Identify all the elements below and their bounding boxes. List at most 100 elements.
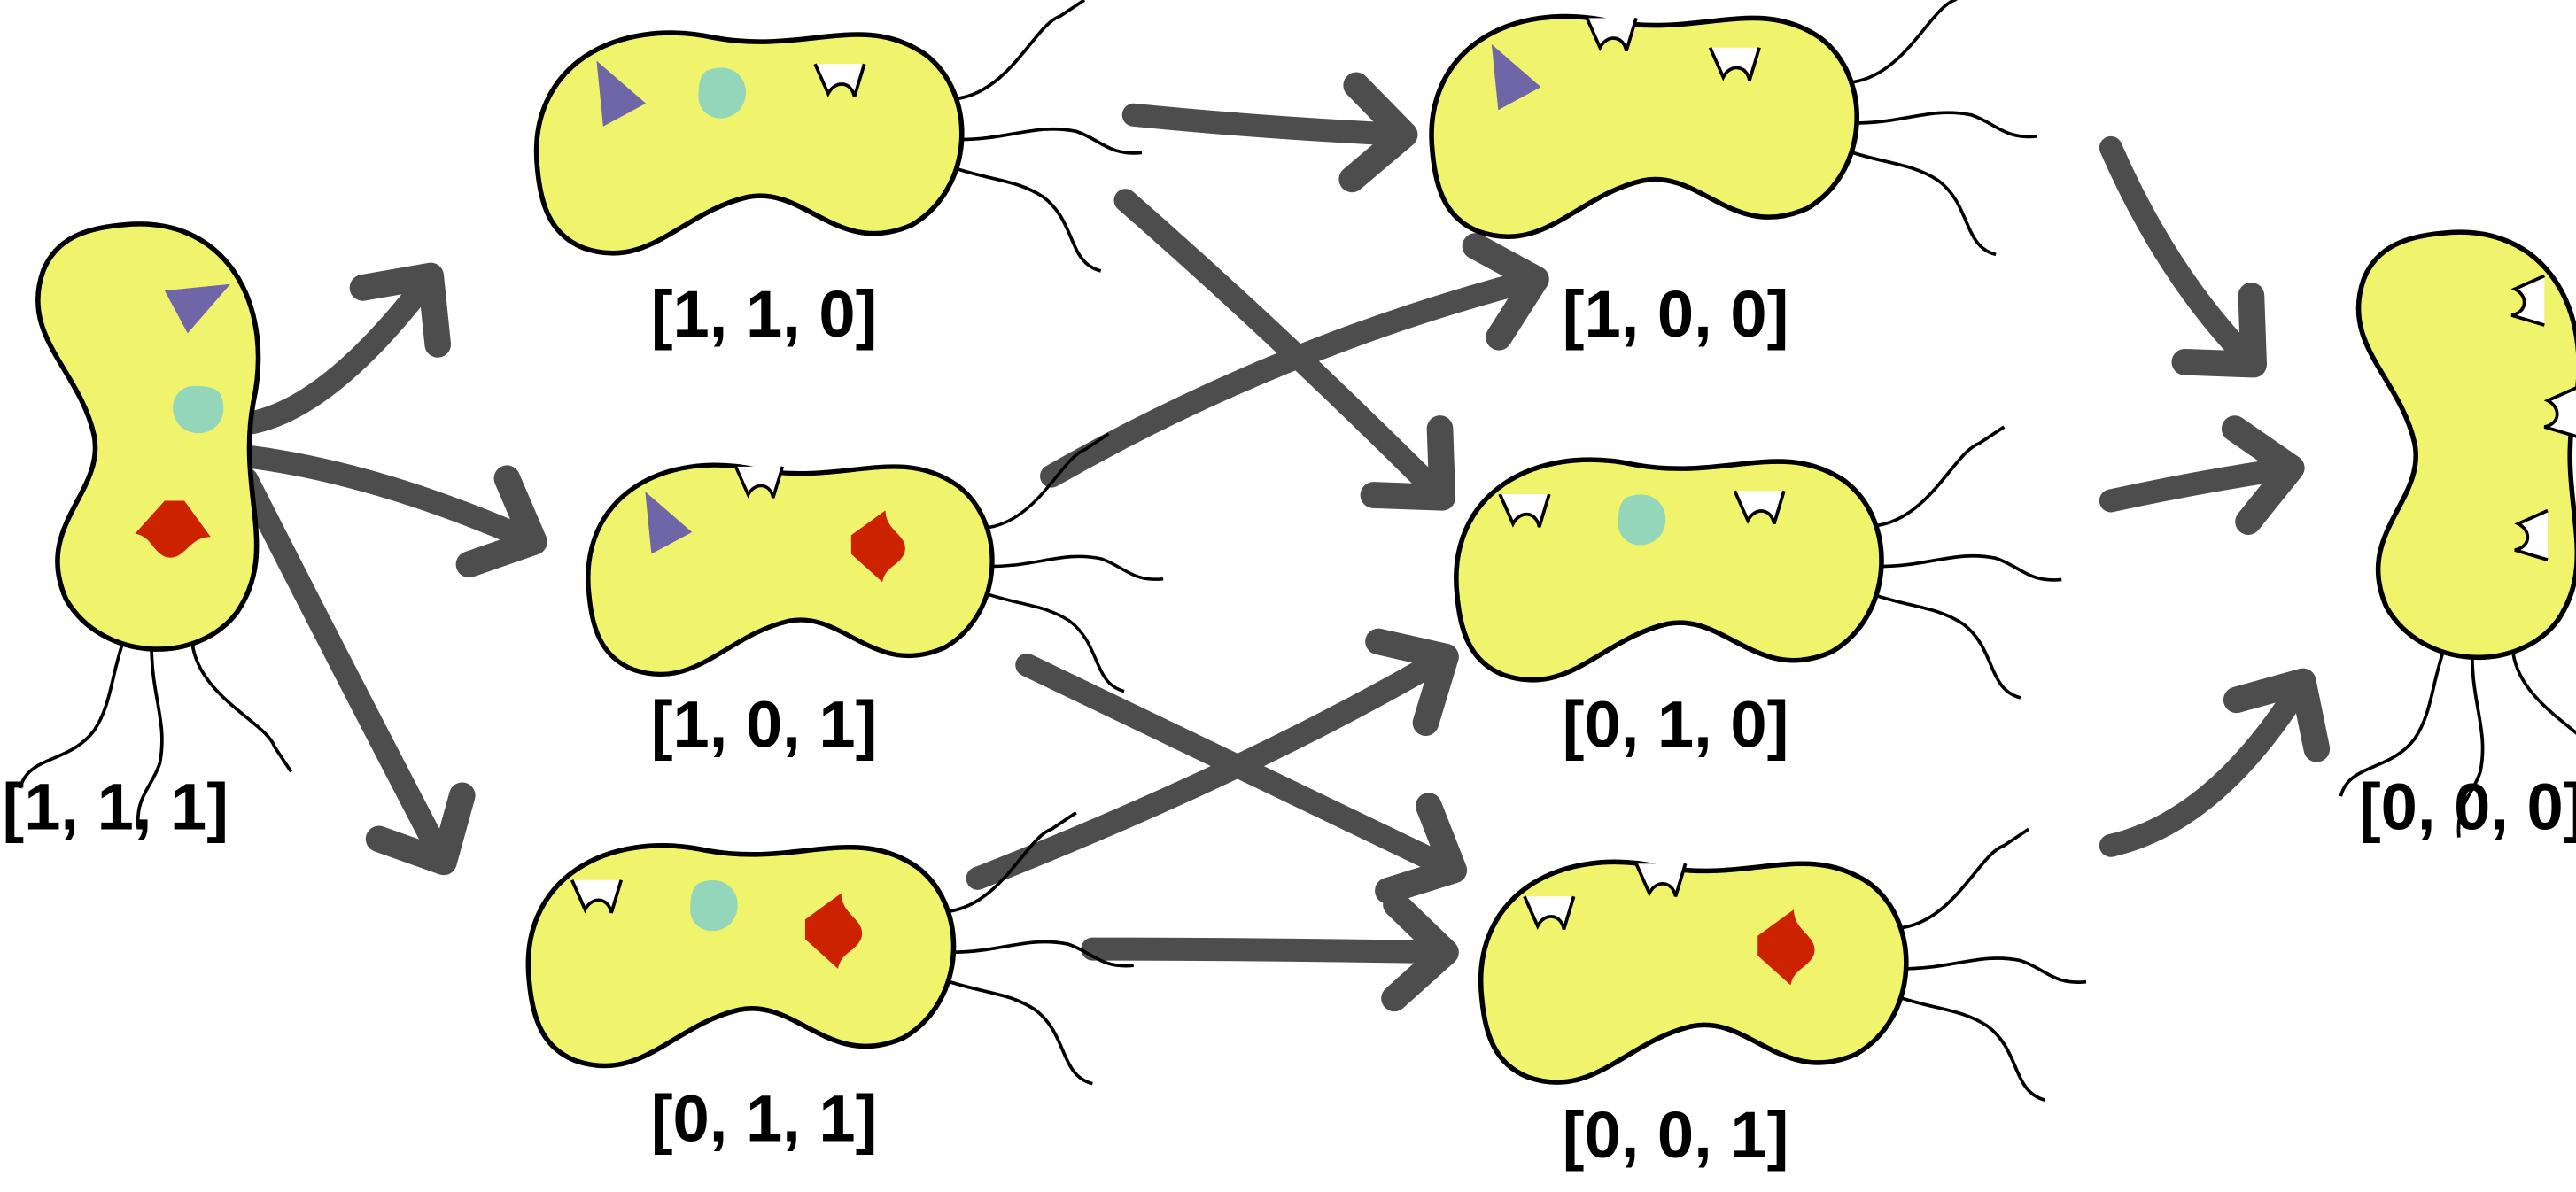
teal-trait-spot bbox=[173, 385, 224, 434]
cell-body bbox=[1454, 457, 1884, 683]
label-n110: [1, 1, 0] bbox=[651, 277, 877, 351]
flagellum bbox=[988, 432, 1110, 530]
arrow-shaft bbox=[1121, 103, 1416, 147]
arrowhead-icon bbox=[2223, 668, 2331, 762]
cell-body bbox=[586, 462, 995, 677]
lost-trait-notch bbox=[1498, 493, 1551, 528]
arrow-shaft bbox=[235, 468, 456, 874]
bacterium-n001 bbox=[1478, 827, 2087, 1102]
flagellum bbox=[1852, 0, 1959, 84]
labels: [1, 1, 1] [1, 1, 0] [1, 0, 1] [0, 1, 1] … bbox=[3, 277, 2576, 1172]
arrowhead-icon bbox=[1462, 233, 1549, 351]
lost-trait-notch bbox=[1585, 17, 1638, 52]
flagellum bbox=[988, 592, 1125, 693]
arrowhead-icon bbox=[349, 262, 452, 358]
flagellum bbox=[957, 167, 1102, 273]
arrowhead-icon bbox=[1338, 72, 1418, 193]
flagella bbox=[18, 645, 293, 830]
cell-body bbox=[1478, 859, 1909, 1085]
flagellum bbox=[950, 940, 1134, 968]
flagellum bbox=[1901, 996, 2046, 1102]
arrow-n111-to-n110 bbox=[235, 262, 452, 436]
arrow-n100-to-n000 bbox=[2099, 135, 2267, 378]
arrow-shaft bbox=[235, 264, 443, 436]
red-trait-spot bbox=[804, 893, 863, 969]
flagella bbox=[1901, 827, 2087, 1102]
lost-trait-notch bbox=[1523, 895, 1576, 930]
arrowhead-icon bbox=[1365, 628, 1459, 736]
label-n010: [0, 1, 0] bbox=[1563, 688, 1788, 762]
arrow-shaft bbox=[2099, 456, 2303, 513]
red-trait-spot bbox=[135, 500, 211, 558]
flagella bbox=[1877, 425, 2062, 700]
arrowhead-icon bbox=[1360, 415, 1456, 511]
lost-trait-notch bbox=[1733, 490, 1786, 525]
arrowhead-icon bbox=[2221, 415, 2305, 535]
arrowhead-icon bbox=[455, 465, 547, 578]
bacterium-n100 bbox=[1429, 0, 2037, 257]
purple-trait-spot bbox=[596, 60, 647, 127]
label-n100: [1, 0, 0] bbox=[1563, 277, 1788, 351]
flagellum bbox=[136, 645, 164, 830]
purple-trait-spot bbox=[164, 283, 231, 334]
flagellum bbox=[1852, 111, 2037, 139]
flagellum bbox=[2339, 653, 2445, 797]
lost-trait-notch bbox=[1634, 863, 1688, 897]
teal-trait-spot bbox=[690, 880, 738, 932]
flagella bbox=[949, 811, 1134, 1086]
arrow-n110-to-n010 bbox=[1113, 189, 1456, 511]
cell-body bbox=[35, 221, 261, 652]
bacterium-n110 bbox=[533, 0, 1143, 273]
label-n011: [0, 1, 1] bbox=[651, 1082, 877, 1156]
lost-trait-notch bbox=[2514, 508, 2549, 561]
arrow-shaft bbox=[2099, 135, 2266, 376]
label-n000: [0, 0, 0] bbox=[2359, 770, 2576, 843]
flagellum bbox=[190, 645, 293, 773]
flagellum bbox=[1852, 151, 1997, 257]
purple-trait-spot bbox=[1491, 44, 1541, 111]
lost-trait-notch bbox=[1708, 47, 1761, 81]
flagellum bbox=[1877, 425, 2006, 528]
edges bbox=[235, 72, 2331, 1012]
arrow-shaft bbox=[2099, 670, 2315, 857]
lost-trait-notch bbox=[2510, 274, 2546, 327]
purple-trait-spot bbox=[645, 492, 693, 554]
arrow-n101-to-n100 bbox=[1040, 233, 1549, 488]
lost-trait-notch bbox=[733, 466, 785, 499]
arrow-shaft bbox=[1081, 937, 1457, 964]
flagellum bbox=[949, 979, 1093, 1086]
arrow-n111-to-n011 bbox=[235, 468, 476, 876]
teal-trait-spot bbox=[1618, 494, 1666, 546]
flagellum bbox=[1902, 827, 2030, 930]
flagellum bbox=[988, 554, 1164, 581]
flagella bbox=[988, 432, 1164, 693]
bacterium-n101 bbox=[586, 432, 1164, 693]
label-n101: [1, 0, 1] bbox=[651, 688, 877, 762]
flagella bbox=[1852, 0, 2037, 257]
teal-trait-spot bbox=[698, 67, 747, 119]
flagellum bbox=[2456, 653, 2485, 838]
flagellum bbox=[1877, 594, 2021, 700]
arrow-n011-to-n001 bbox=[1081, 891, 1459, 1012]
bacterium-n010 bbox=[1454, 425, 2062, 700]
flagellum bbox=[18, 645, 124, 789]
bacterium-n000 bbox=[2339, 229, 2576, 838]
flagella bbox=[957, 0, 1143, 273]
arrow-shaft bbox=[1113, 189, 1455, 509]
label-n001: [0, 0, 1] bbox=[1563, 1098, 1788, 1172]
red-trait-spot bbox=[850, 510, 905, 583]
label-n111: [1, 1, 1] bbox=[3, 770, 229, 843]
flagellum bbox=[958, 0, 1086, 101]
flagella bbox=[2339, 653, 2576, 838]
arrow-n111-to-n101 bbox=[235, 445, 547, 578]
flagellum bbox=[949, 811, 1077, 913]
arrow-shaft bbox=[1040, 267, 1548, 488]
arrow-shaft bbox=[966, 645, 1457, 890]
arrow-n110-to-n100 bbox=[1121, 72, 1418, 193]
arrowhead-icon bbox=[365, 782, 476, 876]
flagellum bbox=[958, 127, 1143, 155]
arrow-n001-to-n000 bbox=[2099, 668, 2331, 857]
arrowhead-icon bbox=[2171, 282, 2267, 378]
lost-trait-notch bbox=[2543, 385, 2576, 438]
